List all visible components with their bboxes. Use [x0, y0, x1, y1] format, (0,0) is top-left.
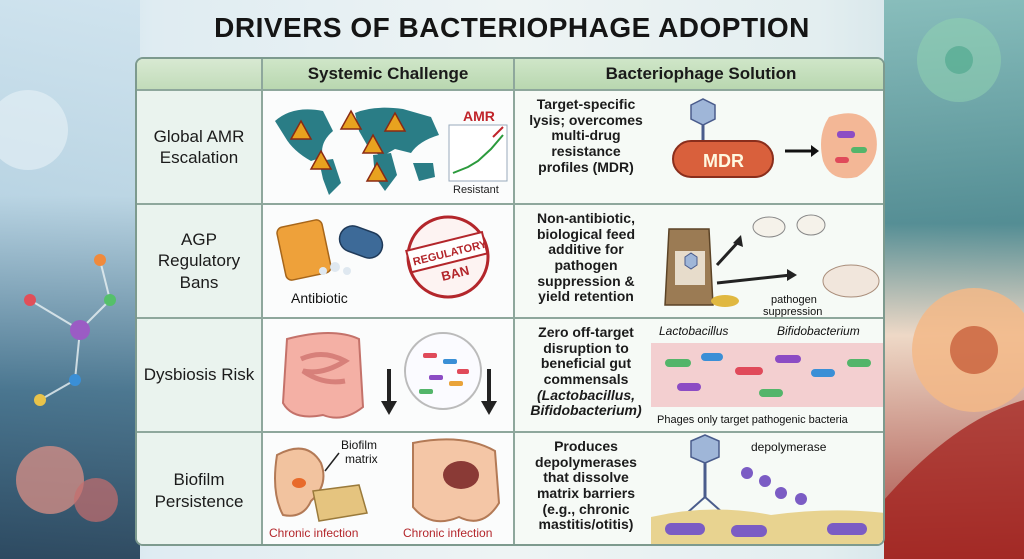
- pathogen-label: pathogen: [771, 294, 817, 306]
- solution-text-dysbiosis-italic: (Lactobacillus, Bifidobacterium): [530, 386, 642, 419]
- solution-dysbiosis: Zero off-target disruption to beneficial…: [515, 319, 883, 433]
- world-map-warning-icon: AMR Resistant: [275, 107, 508, 196]
- row-label-amr: Global AMR Escalation: [137, 91, 263, 205]
- solution-text-agp: Non-antibiotic, biological feed additive…: [536, 210, 635, 305]
- header-corner: [137, 59, 263, 91]
- solution-text-dysbiosis: Zero off-target disruption to beneficial…: [515, 319, 651, 431]
- header-challenge: Systemic Challenge: [263, 59, 515, 91]
- mdr-label: MDR: [703, 151, 744, 171]
- antibiotic-ban-icon: Antibiotic REGULATORY BAN: [276, 215, 490, 306]
- solution-agp: Non-antibiotic, biological feed additive…: [515, 205, 883, 319]
- cell-decor-right: [884, 18, 1024, 559]
- row-label-dysbiosis: Dysbiosis Risk: [137, 319, 263, 433]
- warning-icons: [289, 109, 407, 182]
- molecule-decor-left: [0, 90, 118, 522]
- amr-label: AMR: [463, 108, 495, 124]
- chronic-infection-label-b: Chronic infection: [403, 526, 492, 540]
- depolymerase-label: depolymerase: [751, 440, 827, 454]
- biofilm-infection-icon: Biofilm matrix Chronic infection Chronic…: [269, 438, 501, 540]
- solution-amr: Target-specific lysis; overcomes multi-d…: [515, 91, 883, 205]
- chronic-infection-label-a: Chronic infection: [269, 526, 358, 540]
- depolymerase-phage-icon: depolymerase: [651, 434, 883, 544]
- bifidobacterium-label: Bifidobacterium: [777, 324, 860, 338]
- suppression-label: suppression: [763, 306, 822, 317]
- stamp-text-ban: BAN: [440, 263, 471, 284]
- row-label-biofilm: Biofilm Persistence: [137, 433, 263, 544]
- solution-biofilm: Produces depolymerases that dissolve mat…: [515, 433, 883, 544]
- challenge-agp: Antibiotic REGULATORY BAN: [263, 205, 515, 319]
- phage-mdr-lysis-icon: MDR: [672, 98, 877, 179]
- challenge-dysbiosis: [263, 319, 515, 433]
- drivers-table: Systemic Challenge Bacteriophage Solutio…: [135, 57, 885, 546]
- page-title: DRIVERS OF BACTERIOPHAGE ADOPTION: [214, 12, 810, 43]
- phage-target-caption: Phages only target pathogenic bacteria: [657, 414, 849, 426]
- lactobacillus-label: Lactobacillus: [659, 324, 728, 338]
- resistant-label: Resistant: [453, 184, 499, 196]
- gut-microbiome-icon: [281, 332, 497, 419]
- challenge-amr: AMR Resistant: [263, 91, 515, 205]
- matrix-label: matrix: [345, 452, 378, 466]
- feed-livestock-icon: pathogen suppression: [664, 214, 880, 317]
- solution-text-amr: Target-specific lysis; overcomes multi-d…: [529, 96, 643, 175]
- commensal-bacteria-icon: Lactobacillus Bifidobacterium Phages onl…: [651, 324, 883, 426]
- row-label-agp: AGP Regulatory Bans: [137, 205, 263, 319]
- biofilm-label: Biofilm: [341, 438, 377, 452]
- solution-text-biofilm: Produces depolymerases that dissolve mat…: [535, 438, 637, 533]
- solution-text-dysbiosis-main: Zero off-target disruption to beneficial…: [538, 324, 634, 388]
- antibiotic-label: Antibiotic: [291, 290, 348, 306]
- header-solution: Bacteriophage Solution: [515, 59, 883, 91]
- challenge-biofilm: Biofilm matrix Chronic infection Chronic…: [263, 433, 515, 544]
